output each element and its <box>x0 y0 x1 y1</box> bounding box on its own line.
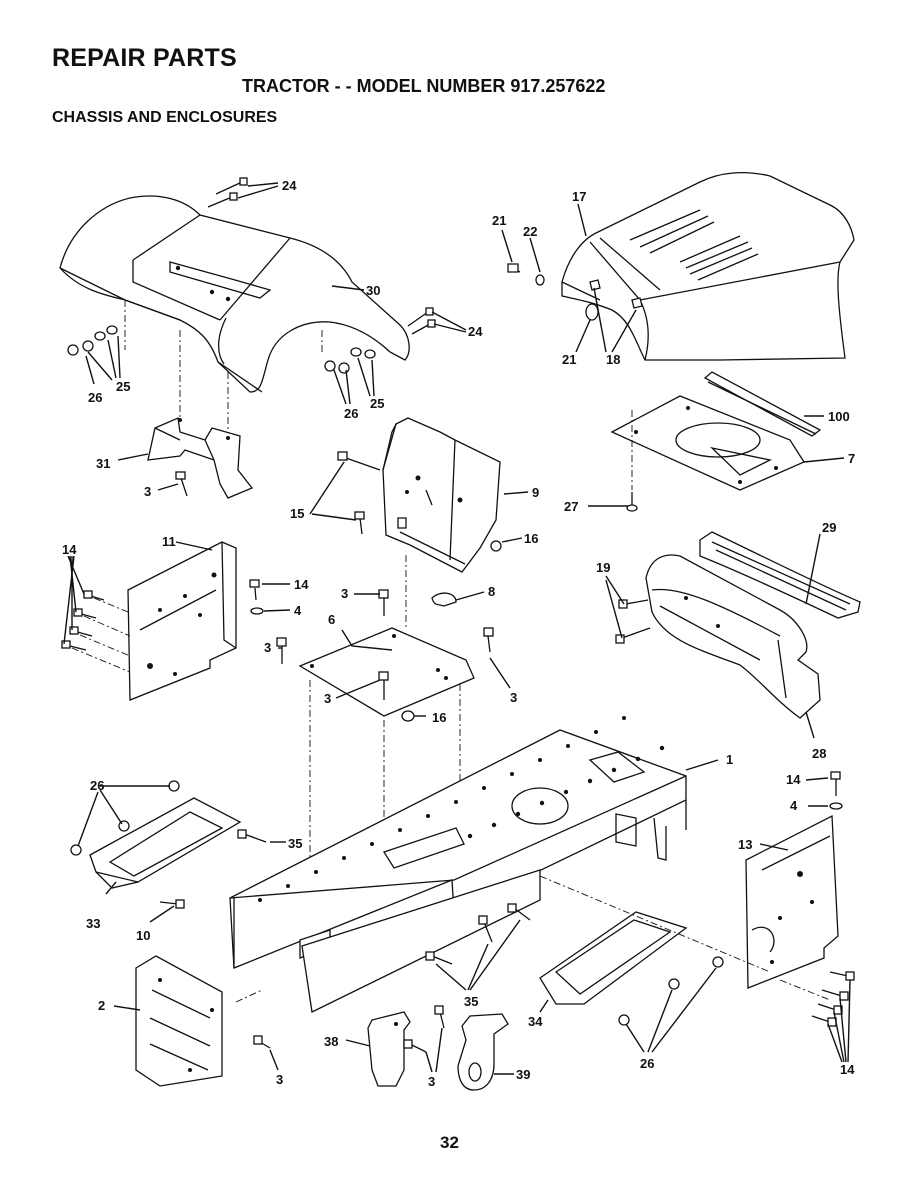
callout-26: 26 <box>90 778 104 793</box>
callout-11: 11 <box>162 534 176 549</box>
callout-19: 19 <box>596 560 610 575</box>
callout-labels: 24 30 24 25 26 25 26 31 3 17 21 22 21 18… <box>62 178 855 1089</box>
frame-hole <box>622 716 626 720</box>
callout-24: 24 <box>468 324 483 339</box>
model-subtitle: TRACTOR - - MODEL NUMBER 917.257622 <box>242 76 606 96</box>
callout-3: 3 <box>510 690 517 705</box>
frame-hole <box>538 758 542 762</box>
callout-9: 9 <box>532 485 539 500</box>
callout-16: 16 <box>524 531 538 546</box>
callout-3: 3 <box>144 484 151 499</box>
callout-35: 35 <box>464 994 478 1009</box>
callout-29: 29 <box>822 520 836 535</box>
callout-3: 3 <box>341 586 348 601</box>
frame-hole <box>515 811 521 817</box>
callout-1: 1 <box>726 752 733 767</box>
callout-26: 26 <box>640 1056 654 1071</box>
part-7-panel <box>610 395 805 491</box>
frame-hole <box>342 856 346 860</box>
callout-4: 4 <box>790 798 798 813</box>
callout-35: 35 <box>288 836 302 851</box>
frame-hole <box>594 730 598 734</box>
callout-3: 3 <box>324 691 331 706</box>
frame-hole <box>482 786 486 790</box>
callout-15: 15 <box>290 506 304 521</box>
part-33-footrest-left <box>89 797 242 889</box>
callout-14: 14 <box>786 772 801 787</box>
callout-13: 13 <box>738 837 752 852</box>
callout-7: 7 <box>848 451 855 466</box>
part-9-dash-panel <box>382 417 501 573</box>
frame-hole <box>659 745 665 751</box>
part-24-bolts <box>207 177 436 335</box>
callout-8: 8 <box>488 584 495 599</box>
callout-14: 14 <box>840 1062 855 1077</box>
callout-34: 34 <box>528 1014 543 1029</box>
frame-hole <box>314 870 318 874</box>
part-29-grille <box>699 531 861 619</box>
frame-hole <box>611 767 617 773</box>
frame-hole <box>258 898 262 902</box>
page-number: 32 <box>440 1133 459 1152</box>
frame-hole <box>426 814 430 818</box>
frame-hole <box>467 833 473 839</box>
callout-25: 25 <box>370 396 384 411</box>
part-28-front-enclosure <box>645 554 821 719</box>
frame-hole <box>491 822 497 828</box>
callout-18: 18 <box>606 352 620 367</box>
callout-33: 33 <box>86 916 100 931</box>
part-1-main-frame <box>229 716 687 1013</box>
callout-14: 14 <box>62 542 77 557</box>
part-25-26-hardware <box>67 325 376 374</box>
callout-27: 27 <box>564 499 578 514</box>
section-heading: CHASSIS AND ENCLOSURES <box>52 109 278 126</box>
callout-14: 14 <box>294 577 309 592</box>
callout-31: 31 <box>96 456 110 471</box>
part-11-side-panel-left <box>127 541 237 701</box>
callout-39: 39 <box>516 1067 530 1082</box>
callout-4: 4 <box>294 603 302 618</box>
part-2-bracket-plate <box>135 955 223 1087</box>
part-17-hood <box>561 172 855 361</box>
callout-10: 10 <box>136 928 150 943</box>
callout-100: 100 <box>828 409 850 424</box>
callout-26: 26 <box>344 406 358 421</box>
callout-6: 6 <box>328 612 335 627</box>
part-100-seal <box>703 371 822 437</box>
frame-hole <box>398 828 402 832</box>
callout-16: 16 <box>432 710 446 725</box>
frame-hole <box>587 778 593 784</box>
leader-lines <box>63 182 851 1075</box>
frame-hole <box>539 800 545 806</box>
frame-hole <box>635 756 641 762</box>
frame-hole <box>370 842 374 846</box>
callout-24: 24 <box>282 178 297 193</box>
frame-hole <box>286 884 290 888</box>
callout-22: 22 <box>523 224 537 239</box>
callout-2: 2 <box>98 998 105 1013</box>
part-13-side-panel-right <box>745 814 839 989</box>
callout-3: 3 <box>264 640 271 655</box>
callout-28: 28 <box>812 746 826 761</box>
frame-hole <box>510 772 514 776</box>
part-38-bracket <box>367 1011 411 1087</box>
frame-hole <box>566 744 570 748</box>
part-34-footrest-right <box>539 911 688 1005</box>
callout-17: 17 <box>572 189 586 204</box>
callout-25: 25 <box>116 379 130 394</box>
callout-21: 21 <box>562 352 576 367</box>
callout-26: 26 <box>88 390 102 405</box>
callout-38: 38 <box>324 1034 338 1049</box>
part-39-bracket <box>457 1013 509 1091</box>
callout-3: 3 <box>428 1074 435 1089</box>
callout-3: 3 <box>276 1072 283 1087</box>
part-31-bracket <box>147 417 254 499</box>
page-title: REPAIR PARTS <box>52 44 237 72</box>
callout-21: 21 <box>492 213 506 228</box>
frame-hole <box>563 789 569 795</box>
frame-hole <box>454 800 458 804</box>
callout-30: 30 <box>366 283 380 298</box>
